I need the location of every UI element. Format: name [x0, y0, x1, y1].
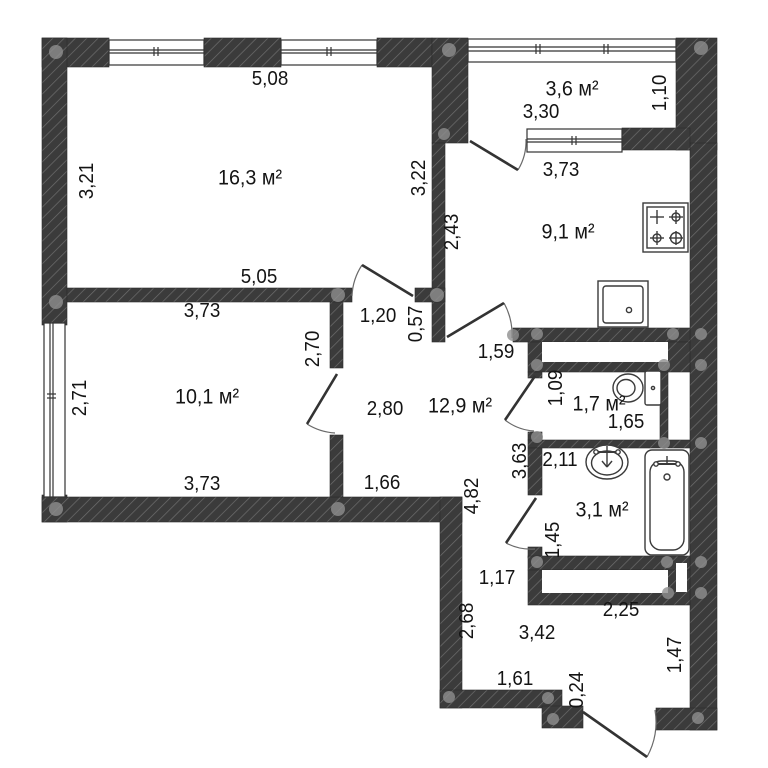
wall [41, 37, 68, 326]
duct-niche [676, 563, 687, 592]
burner [650, 210, 664, 224]
dim-165: 1,65 [607, 411, 645, 433]
dim-373-bottom: 3,73 [183, 473, 221, 495]
window [280, 39, 378, 66]
wall [439, 689, 563, 709]
wall [655, 707, 718, 731]
wall [621, 127, 691, 151]
dim-024: 0,24 [566, 671, 588, 709]
dim-373-kitchen: 3,73 [542, 159, 580, 181]
burner [669, 231, 683, 245]
room-area-label-bedroom: 10,1 м² [174, 385, 240, 409]
kitchen-sink-icon [597, 280, 649, 328]
dim-508: 5,08 [251, 68, 289, 90]
dim-342: 3,42 [518, 622, 556, 644]
door-bedroom [305, 373, 339, 434]
stove-icon [642, 202, 689, 253]
dim-159: 1,59 [477, 341, 515, 363]
room-area-label-living-room: 16,3 м² [217, 166, 283, 190]
dim-166: 1,66 [363, 472, 401, 494]
wall [329, 434, 344, 498]
dim-057: 0,57 [405, 305, 427, 343]
bathtub-icon [644, 449, 690, 556]
room-area-label-bathroom: 3,1 м² [575, 498, 629, 522]
dim-161: 1,61 [496, 668, 534, 690]
wall [689, 142, 718, 731]
survey-marker-dots [49, 41, 708, 725]
window [108, 39, 205, 66]
dim-109: 1,09 [545, 369, 567, 407]
windows [43, 38, 677, 498]
door-balcony [469, 138, 527, 172]
door-kitchen [446, 301, 513, 339]
duct-niche [542, 342, 668, 362]
dim-117: 1,17 [478, 567, 516, 589]
room-area-label-kitchen: 9,1 м² [541, 220, 595, 244]
room-area-label-hallway: 12,9 м² [427, 394, 493, 418]
dim-505: 5,05 [240, 266, 278, 288]
washbasin-icon [585, 444, 629, 480]
dim-280: 2,80 [366, 398, 404, 420]
dim-321: 3,21 [76, 162, 98, 200]
dim-211: 2,11 [542, 449, 578, 471]
window [43, 322, 66, 498]
dim-373-top: 3,73 [183, 300, 221, 322]
toilet-icon [612, 370, 662, 406]
dim-145: 1,45 [542, 521, 564, 559]
burner [669, 210, 683, 224]
dim-268: 2,68 [456, 602, 478, 640]
burner [650, 231, 664, 245]
dim-147: 1,47 [664, 636, 686, 674]
doors [305, 138, 657, 759]
dim-225: 2,25 [602, 599, 640, 621]
wall [41, 496, 463, 523]
door-entrance [582, 709, 657, 759]
dim-482: 4,82 [461, 477, 483, 515]
door-wc [503, 375, 537, 432]
dim-110: 1,10 [649, 74, 671, 112]
dim-271: 2,71 [69, 379, 91, 417]
fixtures [585, 202, 690, 556]
window [526, 128, 623, 153]
dim-330: 3,30 [522, 101, 560, 123]
dim-322: 3,22 [408, 159, 430, 197]
wall [203, 37, 282, 68]
dim-363: 3,63 [509, 442, 531, 480]
wall [329, 301, 344, 369]
duct-niches [542, 342, 687, 593]
room-area-label-balcony: 3,6 м² [545, 77, 599, 101]
balcony-glazing [467, 38, 677, 63]
wall [527, 447, 543, 496]
door-bathroom [504, 497, 538, 550]
duct-niche [542, 570, 668, 593]
dim-120: 1,20 [359, 305, 397, 327]
dim-243: 2,43 [441, 213, 463, 251]
room-area-label-wc: 1,7 м² [572, 392, 626, 416]
wall [376, 37, 433, 68]
dim-270: 2,70 [302, 330, 324, 368]
door-living-room [351, 263, 414, 298]
